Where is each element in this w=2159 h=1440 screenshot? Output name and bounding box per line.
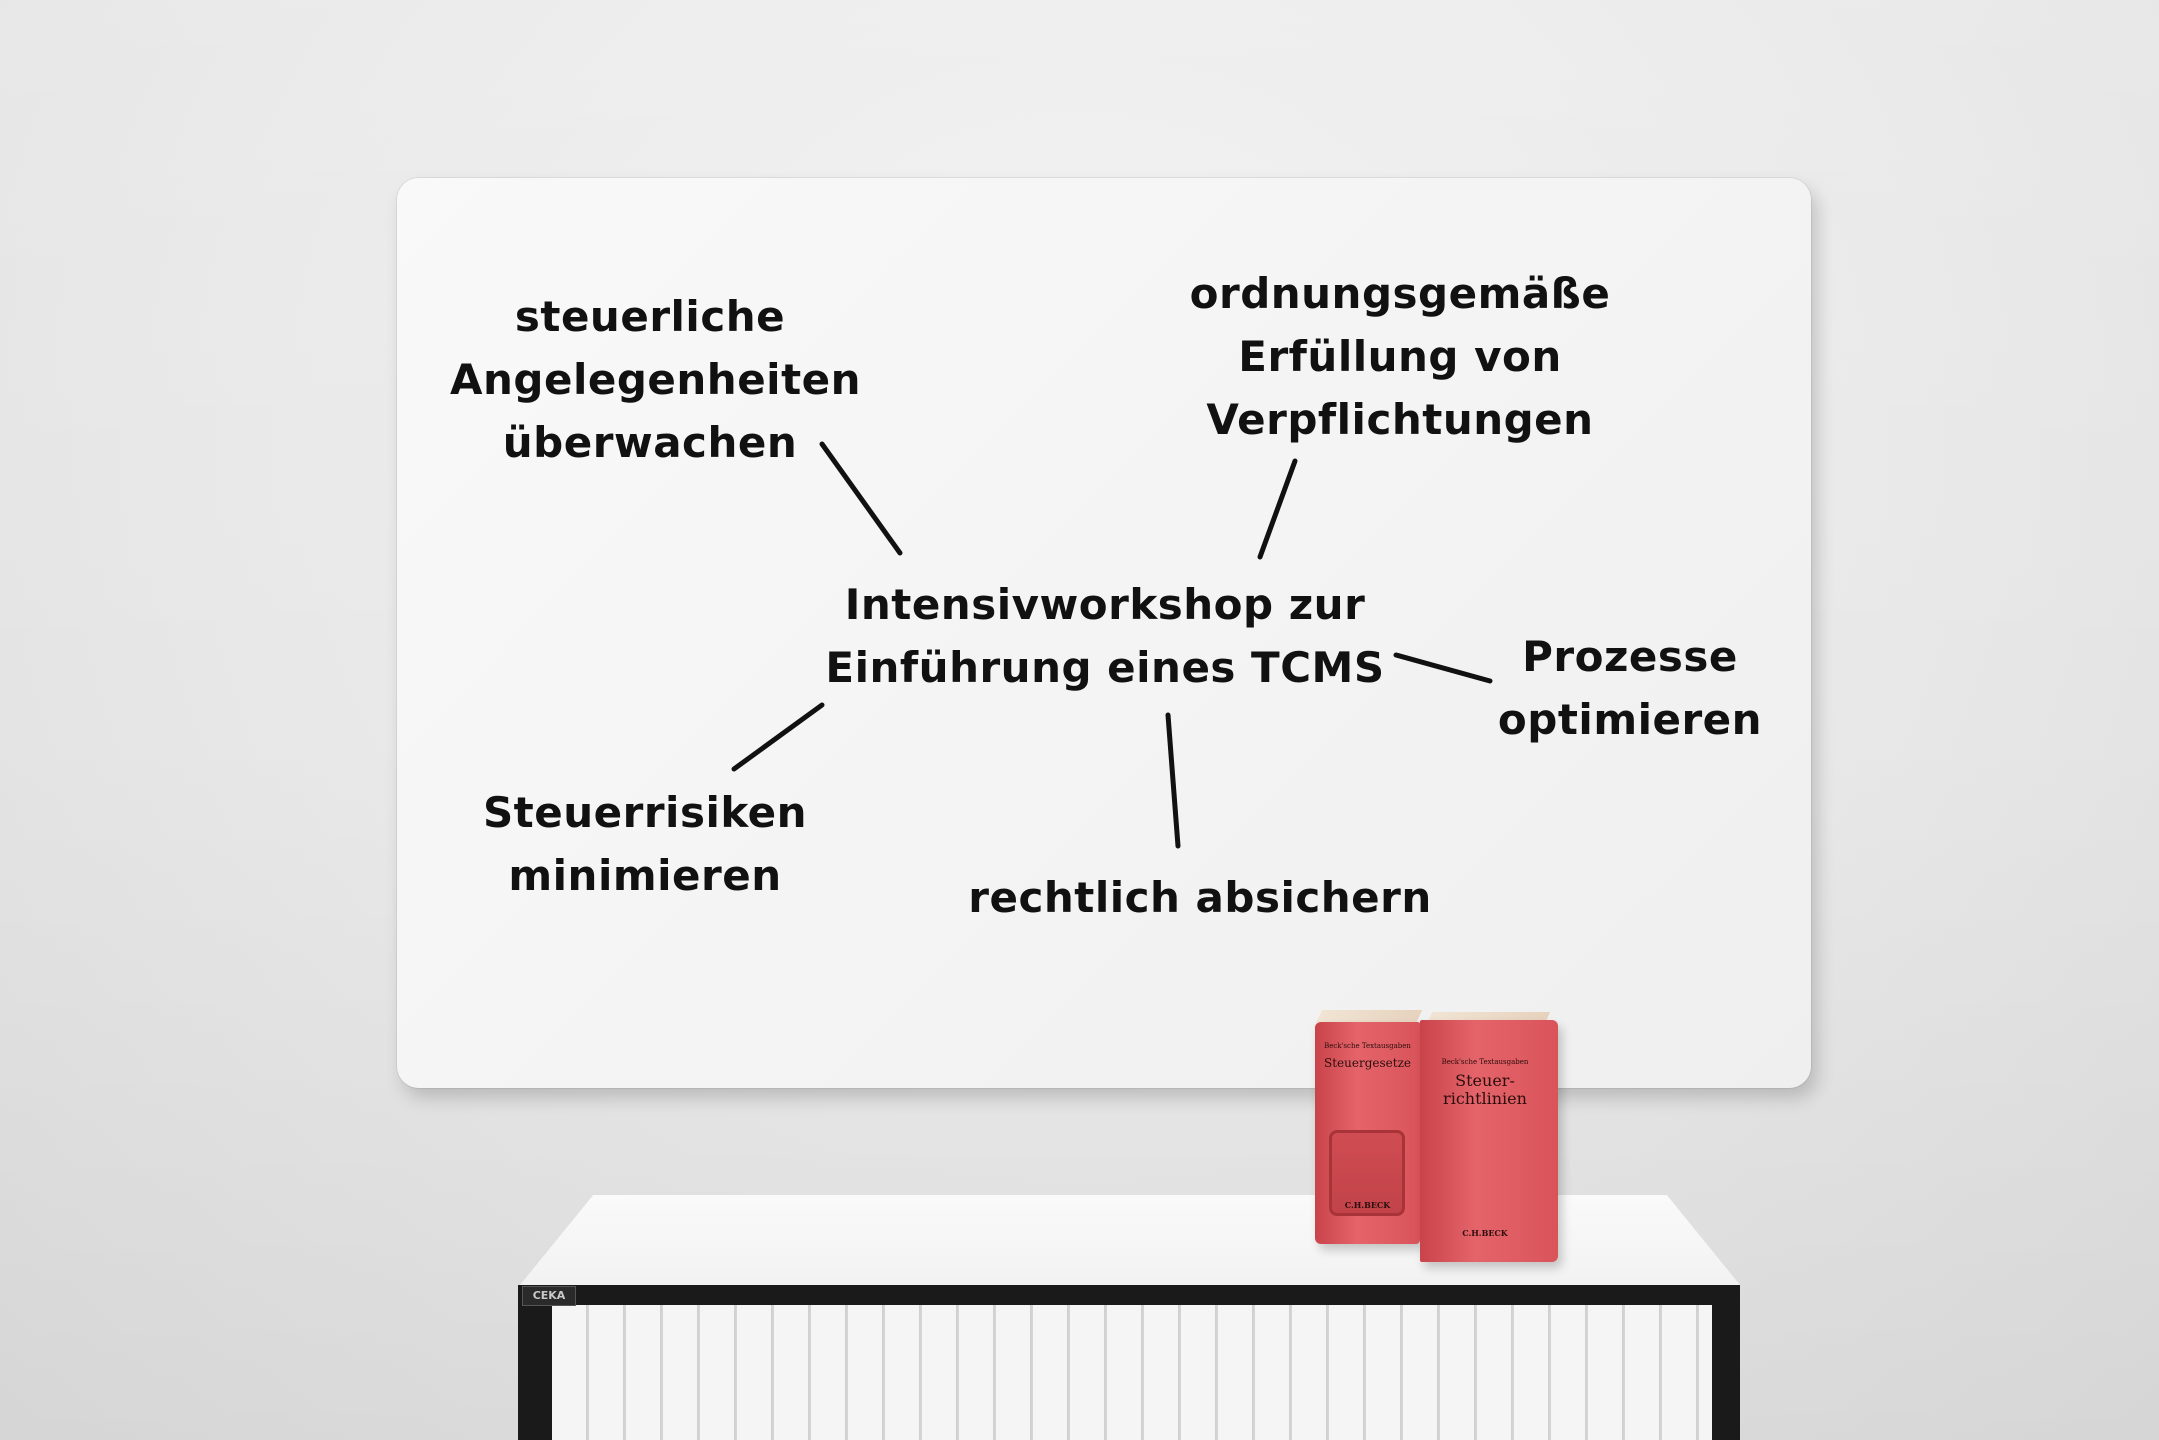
book-left-series: Beck'sche Textausgaben	[1324, 1042, 1411, 1050]
book-left-title: Steuergesetze	[1324, 1056, 1411, 1070]
whiteboard	[397, 178, 1811, 1088]
book-steuerrichtlinien: Beck'sche Textausgaben Steuer- richtlini…	[1420, 1020, 1558, 1262]
book-right-title: Steuer- richtlinien	[1443, 1071, 1527, 1108]
book-steuergesetze: Beck'sche Textausgaben Steuergesetze C.H…	[1315, 1022, 1420, 1244]
node-bottom: rechtlich absichern	[968, 873, 1432, 922]
cabinet-shutter	[552, 1305, 1712, 1440]
node-top-left: steuerliche Angelegenheiten überwachen	[450, 292, 862, 467]
node-bottom-left: Steuerrisiken minimieren	[482, 788, 808, 900]
book-left-publisher: C.H.BECK	[1344, 1200, 1391, 1210]
node-top-right: ordnungsgemäße Erfüllung von Verpflichtu…	[1189, 269, 1611, 444]
center-topic: Intensivworkshop zur Einführung eines TC…	[825, 580, 1385, 692]
cabinet-brand-badge: CEKA	[522, 1286, 576, 1306]
book-left-emboss	[1329, 1130, 1405, 1216]
cabinet-edge	[518, 1285, 1740, 1295]
book-right-series: Beck'sche Textausgaben	[1441, 1058, 1529, 1066]
node-right: Prozesse optimieren	[1497, 632, 1763, 744]
book-right-publisher: C.H.BECK	[1462, 1228, 1508, 1238]
